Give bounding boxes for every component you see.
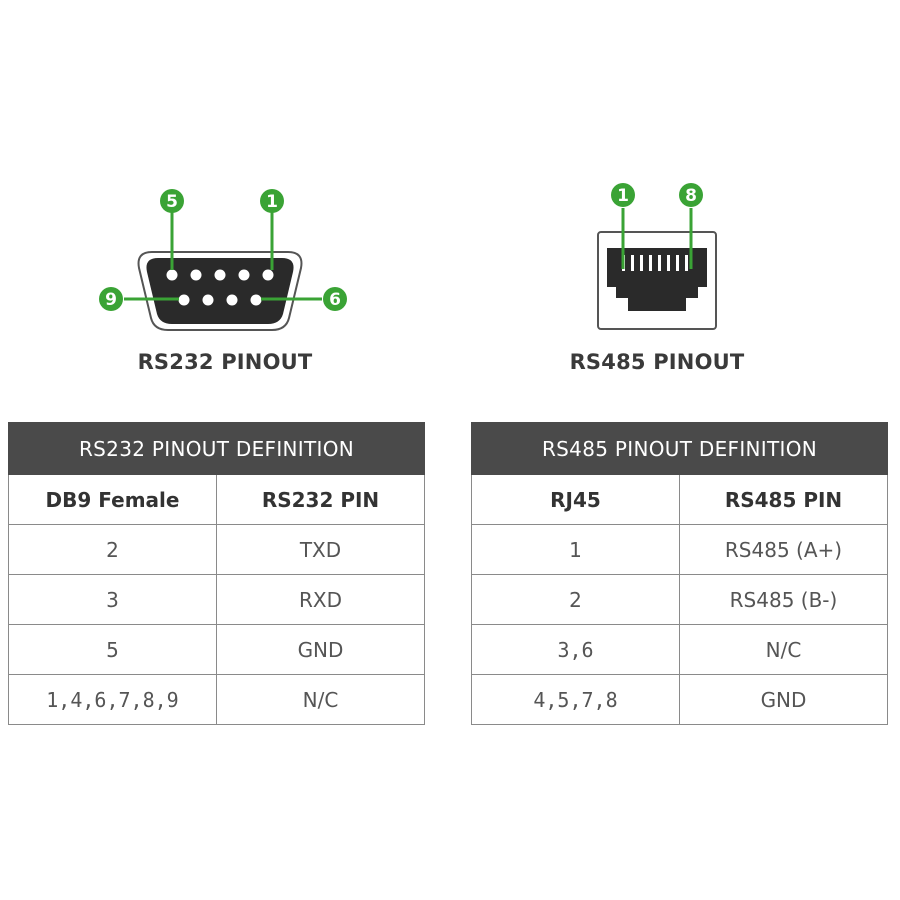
db9-pin-7 — [226, 294, 238, 306]
table-row: 5 GND — [8, 624, 425, 675]
db9-female-connector-icon: 5 1 9 6 — [99, 189, 347, 331]
table-row: 1,4,6,7,8,9 N/C — [8, 674, 425, 725]
db9-pin-2 — [238, 269, 250, 281]
table-row: 3,6 N/C — [471, 624, 888, 675]
db9-pin-8 — [202, 294, 214, 306]
table-row: RJ45 RS485 PIN — [471, 474, 888, 525]
table-row: DB9 Female RS232 PIN — [8, 474, 425, 525]
svg-text:6: 6 — [329, 290, 341, 310]
db9-pin-marker-5: 5 — [160, 189, 184, 213]
table-cell: GND — [216, 624, 425, 675]
table-cell: 2 — [471, 574, 680, 625]
table-cell: 5 — [8, 624, 217, 675]
table-row: 2 RS485 (B-) — [471, 574, 888, 625]
rj45-port-icon: 1 8 — [597, 183, 717, 330]
table-cell: RS485 (A+) — [679, 524, 888, 575]
table-cell: N/C — [216, 674, 425, 725]
table-cell: 1 — [471, 524, 680, 575]
db9-pin-3 — [214, 269, 226, 281]
table-row: 1 RS485 (A+) — [471, 524, 888, 575]
rs232-pinout-table: RS232 PINOUT DEFINITION DB9 Female RS232… — [8, 422, 425, 725]
column-header-rs485-pin: RS485 PIN — [679, 474, 888, 525]
db9-pin-marker-6: 6 — [323, 287, 347, 311]
table-cell: GND — [679, 674, 888, 725]
svg-text:5: 5 — [166, 192, 178, 212]
table-cell: 2 — [8, 524, 217, 575]
rs485-pinout-caption: RS485 PINOUT — [569, 350, 745, 374]
column-header-rj45: RJ45 — [471, 474, 680, 525]
svg-text:1: 1 — [617, 186, 629, 206]
rs485-pinout-table: RS485 PINOUT DEFINITION RJ45 RS485 PIN 1… — [471, 422, 888, 725]
table-row: 2 TXD — [8, 524, 425, 575]
db9-pin-6 — [250, 294, 262, 306]
rs485-table-title: RS485 PINOUT DEFINITION — [471, 422, 888, 475]
table-cell: 4,5,7,8 — [471, 674, 680, 725]
column-header-db9-female: DB9 Female — [8, 474, 217, 525]
db9-pin-marker-9: 9 — [99, 287, 123, 311]
db9-pin-1 — [262, 269, 274, 281]
db9-pin-4 — [190, 269, 202, 281]
svg-text:9: 9 — [105, 290, 117, 310]
rj45-pin-marker-8: 8 — [679, 183, 703, 207]
db9-pin-5 — [166, 269, 178, 281]
table-cell: 3,6 — [471, 624, 680, 675]
rs232-pinout-caption: RS232 PINOUT — [137, 350, 313, 374]
table-cell: N/C — [679, 624, 888, 675]
table-cell: RXD — [216, 574, 425, 625]
column-header-rs232-pin: RS232 PIN — [216, 474, 425, 525]
table-row: 4,5,7,8 GND — [471, 674, 888, 725]
table-cell: TXD — [216, 524, 425, 575]
table-cell: 1,4,6,7,8,9 — [8, 674, 217, 725]
db9-pin-marker-1: 1 — [260, 189, 284, 213]
rs232-table-title: RS232 PINOUT DEFINITION — [8, 422, 425, 475]
rj45-pin-marker-1: 1 — [611, 183, 635, 207]
svg-text:8: 8 — [685, 186, 697, 206]
svg-text:1: 1 — [266, 192, 278, 212]
table-row: 3 RXD — [8, 574, 425, 625]
table-cell: RS485 (B-) — [679, 574, 888, 625]
table-cell: 3 — [8, 574, 217, 625]
db9-pin-9 — [178, 294, 190, 306]
